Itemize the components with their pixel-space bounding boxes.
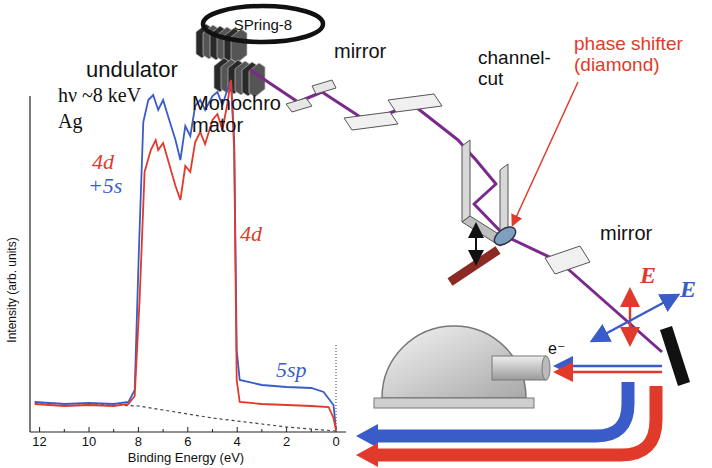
component-label: Monochro mator: [192, 92, 292, 136]
flow-arrow-blue: [378, 382, 628, 436]
component-label: mirror: [600, 222, 652, 244]
x-ray-beam: [250, 70, 662, 352]
phase-shifter-pointer: [513, 82, 578, 224]
axis-title: Intensity (arb. units): [6, 237, 19, 342]
flow-arrowhead-red: [356, 443, 378, 467]
ring-ellipse: [203, 6, 323, 42]
tick-label: 4: [234, 435, 241, 449]
field-label: E: [680, 276, 696, 302]
electron-path-red: [558, 371, 662, 374]
electron-analyzer: [374, 326, 550, 408]
x-tick: [138, 427, 139, 432]
peak-label: 4d: [240, 222, 262, 246]
x-tick: [64, 429, 65, 432]
sample-label: Ag: [58, 110, 82, 132]
tick-label: 0: [332, 435, 339, 449]
x-tick: [212, 429, 213, 432]
plot-axes: [30, 96, 346, 432]
x-tick: [39, 427, 40, 432]
x-tick: [261, 429, 262, 432]
e-vector-vertical: [629, 292, 632, 342]
x-tick: [89, 427, 90, 432]
electron-path-blue: [558, 365, 662, 368]
tick-label: 2: [283, 435, 290, 449]
tick-label: 6: [184, 435, 191, 449]
diamond-phase-shifter: [491, 223, 519, 248]
x-tick: [237, 427, 238, 432]
tick-label: 8: [135, 435, 142, 449]
component-label: phase shifter (diamond): [574, 34, 706, 76]
translation-arrow: [475, 226, 477, 262]
component-label: undulator: [86, 58, 178, 82]
component-label: channel- cut: [478, 48, 560, 90]
x-tick: [113, 429, 114, 432]
spectrum-blue: [35, 80, 336, 430]
axis-title: Binding Energy (eV): [128, 451, 244, 465]
stage-bar: [450, 250, 498, 282]
peak-label: +5s: [88, 174, 122, 198]
x-tick: [187, 427, 188, 432]
peak-label: 4d: [92, 150, 114, 174]
mirrors: [344, 94, 590, 274]
flow-arrowhead-blue: [356, 424, 378, 448]
photon-energy: hν ~8 keV: [58, 84, 141, 106]
background-curve: [35, 403, 336, 431]
electron-label: e⁻: [548, 340, 565, 358]
ring-label: SPring-8: [234, 16, 292, 33]
tick-label: 10: [82, 435, 96, 449]
e-vector-horizontal: [594, 296, 676, 340]
field-label: E: [640, 262, 656, 288]
undulator-slab: [231, 29, 247, 63]
spectrum-red: [35, 80, 336, 430]
x-tick: [286, 427, 287, 432]
monochromator-crystals: [286, 80, 336, 112]
peak-label: 5sp: [276, 358, 307, 382]
storage-ring: SPring-8: [200, 3, 326, 45]
x-tick: [163, 429, 164, 432]
sample: [660, 326, 690, 386]
flow-arrow-red: [378, 386, 656, 455]
component-label: mirror: [334, 40, 386, 62]
tick-label: 12: [32, 435, 46, 449]
